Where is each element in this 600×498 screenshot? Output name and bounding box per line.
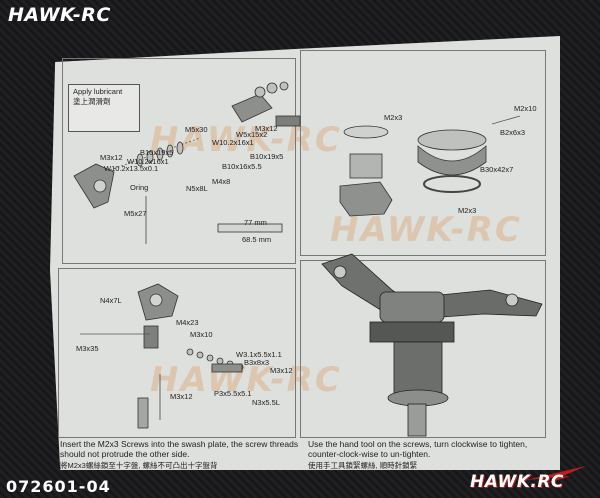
- product-sku: 072601-04: [6, 477, 111, 496]
- part-label: Oring: [130, 183, 149, 192]
- callout-label: Apply lubricant: [73, 87, 123, 96]
- part-label: M2x3: [458, 206, 477, 215]
- part-label: W10.2x16x1: [212, 138, 254, 147]
- dimension-label: 68.5 mm: [242, 235, 272, 244]
- callout-label-cn: 塗上潤滑劑: [73, 97, 111, 106]
- hawk-rc-logo: HAWK.RC: [456, 470, 596, 496]
- watermark-text: HAWK-RC: [330, 210, 522, 250]
- part-label: B30x42x7: [480, 165, 514, 174]
- part-label: M2x10: [514, 104, 537, 113]
- part-label: B2x6x3: [500, 128, 526, 137]
- watermark-text: HAWK-RC: [150, 360, 342, 400]
- part-label: P3x5.5x5.1: [214, 389, 252, 398]
- lubricant-callout: Apply lubricant 塗上潤滑劑: [68, 84, 140, 132]
- part-label: M3x10: [190, 330, 213, 339]
- part-label: M4x23: [176, 318, 199, 327]
- brand-title: HAWK-RC: [8, 4, 111, 26]
- instruction-text: Insert the M2x3 Screws into the swash pl…: [60, 439, 299, 459]
- part-label: M3x12: [270, 366, 293, 375]
- part-label: B3x8x3: [244, 358, 270, 367]
- swashplate-drawing: [339, 115, 521, 217]
- part-label: B10x19x5: [250, 152, 284, 161]
- part-label: N4x7L: [100, 296, 122, 305]
- part-label: M3x12: [255, 124, 278, 133]
- panel-top-left: [62, 58, 296, 264]
- part-label: W3.1x5.5x1.1: [236, 350, 282, 359]
- logo-wing: [526, 466, 586, 486]
- part-label: M3x35: [76, 344, 99, 353]
- rotor-head-drawing: [321, 253, 543, 437]
- part-label: M3x12: [170, 392, 193, 401]
- part-label: W5x15x2: [236, 130, 268, 139]
- dimension-label: 77 mm: [244, 218, 267, 227]
- part-label: W10.2x13.5x0.1: [104, 164, 159, 173]
- part-label: M5x27: [124, 209, 147, 218]
- part-label: N3x5.5L: [252, 398, 280, 407]
- part-label: B10x16x5.5: [222, 162, 262, 171]
- instruction-text-cn: 將M2x3螺絲鎖至十字盤, 螺絲不可凸出十字盤背: [60, 461, 218, 470]
- logo-text: HAWK.RC: [470, 472, 564, 492]
- panel-top-right: [300, 50, 546, 256]
- part-label: M5x30: [185, 125, 208, 134]
- part-label: M4x8: [212, 177, 231, 186]
- part-label: N5x8L: [186, 184, 208, 193]
- instruction-text-cn: 使用手工具鎖緊螺絲, 順時針鎖緊: [308, 461, 418, 470]
- part-label: W10.2x16x1: [127, 157, 169, 166]
- part-label: M3x12: [100, 153, 123, 162]
- panel-bottom-left: [58, 268, 296, 438]
- panel-bottom-right: [300, 260, 546, 438]
- instruction-text: Use the hand tool on the screws, turn cl…: [308, 439, 528, 459]
- part-label: M2x3: [384, 113, 403, 122]
- part-label: B10x19x5: [140, 148, 174, 157]
- washout-drawing: [80, 283, 244, 429]
